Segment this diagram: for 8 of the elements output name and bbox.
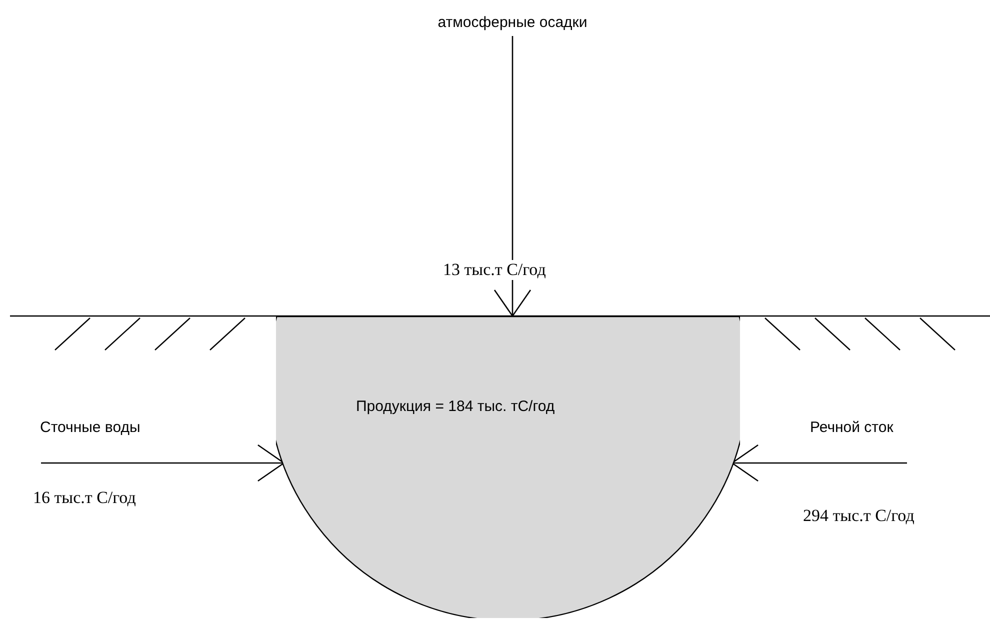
arrow (731, 444, 907, 482)
arrow (41, 444, 285, 482)
source-label: атмосферные осадки (436, 14, 588, 31)
production-text: Продукция = 184 тыс. тС/год (356, 398, 555, 415)
source-label: Сточные воды (40, 419, 140, 436)
basin-shape (276, 316, 740, 618)
source-label: Речной сток (810, 419, 894, 436)
arrow (494, 36, 532, 317)
